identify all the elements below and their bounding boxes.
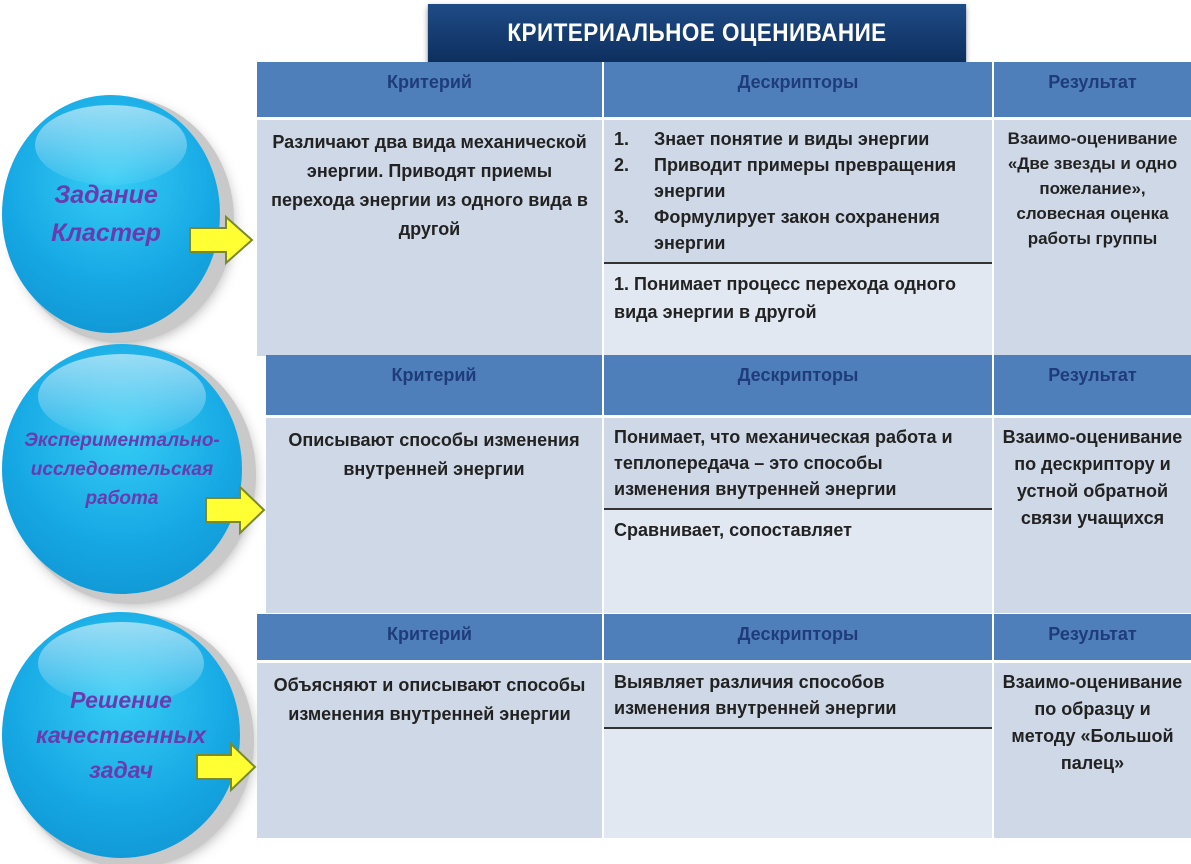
list-item: 3.Формулирует закон сохранения энергии [614,207,940,253]
table-header: Критерий Дескрипторы Результат [257,614,1191,660]
header-criterion: Критерий [266,355,604,415]
circle-highlight [34,104,188,186]
header-descriptors: Дескрипторы [604,614,994,660]
table-header: Критерий Дескрипторы Результат [257,62,1191,117]
arrow-right-icon [189,214,254,266]
task-circle-3: Решение качественных задач [2,612,240,858]
table-row: Объясняют и описывают способы изменения … [257,660,1191,838]
list-item: 2.Приводит примеры превращения энергии [614,155,957,201]
descriptor-extra: 1. Понимает процесс перехода одного вида… [604,264,992,356]
descriptor-text: Выявляет различия способов изменения вну… [604,663,992,729]
result-cell: Взаимо-оценивание по дескриптору и устно… [1002,427,1183,528]
descriptor-extra: Сравнивает, сопоставляет [604,510,992,613]
circle-highlight [37,621,205,706]
task-label-3: Решение качественных задач [36,686,206,783]
task-label-1: Задание Кластер [51,181,161,247]
table-row: Описывают способы изменения внутренней э… [266,415,1191,613]
header-descriptors: Дескрипторы [604,62,994,117]
header-result: Результат [1048,624,1137,644]
descriptor-extra [604,729,992,838]
header-criterion: Критерий [257,62,604,117]
table-row: Различают два вида механической энергии.… [257,117,1191,356]
task-label-2: Экспериментально-исследовтельская работа [24,429,220,509]
header-criterion: Критерий [257,614,604,660]
header-result: Результат [1048,72,1137,92]
circle-highlight [38,354,206,439]
page-title-text: КРИТЕРИАЛЬНОЕ ОЦЕНИВАНИЕ [507,18,887,47]
descriptor-text: Понимает, что механическая работа и тепл… [604,418,992,510]
criterion-cell: Описывают способы изменения внутренней э… [288,430,580,479]
arrow-right-icon [196,741,257,793]
criteria-table-3: Критерий Дескрипторы Результат Объясняют… [257,614,1191,838]
page-title: КРИТЕРИАЛЬНОЕ ОЦЕНИВАНИЕ [427,4,967,62]
task-circle-2: Экспериментально-исследовтельская работа [2,344,242,594]
task-circle-1: Задание Кластер [2,95,220,333]
header-result: Результат [1048,365,1137,385]
result-cell: Взаимо-оценивание «Две звезды и одно пож… [1007,129,1178,248]
list-item: 1.Знает понятие и виды энергии [614,129,930,149]
arrow-right-icon [205,484,266,536]
criterion-cell: Различают два вида механической энергии.… [271,132,588,239]
header-descriptors: Дескрипторы [604,355,994,415]
result-cell: Взаимо-оценивание по образцу и методу «Б… [1002,672,1183,773]
descriptor-list: 1.Знает понятие и виды энергии 2.Приводи… [604,120,992,264]
criterion-cell: Объясняют и описывают способы изменения … [273,675,586,724]
table-header: Критерий Дескрипторы Результат [266,355,1191,415]
criteria-table-1: Критерий Дескрипторы Результат Различают… [257,62,1191,356]
criteria-table-2: Критерий Дескрипторы Результат Описывают… [266,355,1191,613]
